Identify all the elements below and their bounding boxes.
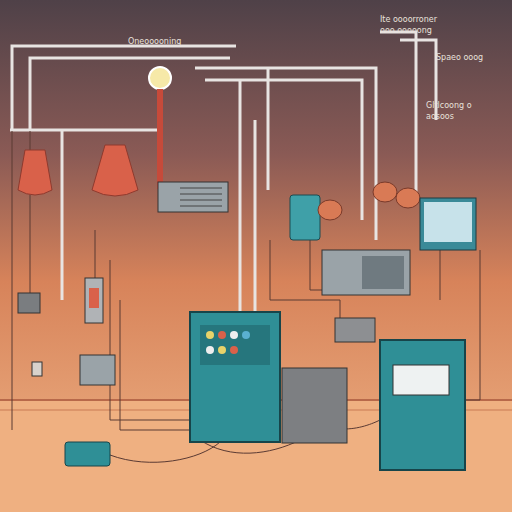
cabinet-display bbox=[393, 365, 449, 395]
button-panel bbox=[200, 325, 270, 365]
button bbox=[206, 331, 214, 339]
monitor-screen bbox=[424, 202, 472, 242]
control-cabinet bbox=[190, 312, 280, 442]
pipe-network bbox=[10, 32, 436, 312]
button bbox=[230, 346, 238, 354]
switch-box bbox=[18, 293, 40, 313]
wall-switch bbox=[32, 362, 42, 376]
monitor bbox=[420, 198, 476, 250]
caption-label: Gltlcoong o aosoos bbox=[426, 100, 486, 122]
button bbox=[206, 346, 214, 354]
teal-device bbox=[290, 195, 320, 240]
wire bbox=[110, 442, 220, 462]
ac-unit bbox=[322, 250, 410, 295]
teal-device bbox=[65, 442, 110, 466]
pipe bbox=[254, 120, 257, 312]
pipe bbox=[239, 80, 242, 312]
fuse-holder bbox=[85, 278, 103, 323]
button bbox=[230, 331, 238, 339]
meter-panel bbox=[80, 355, 115, 385]
wire bbox=[120, 300, 200, 430]
vent-line bbox=[180, 206, 222, 207]
light-bulb bbox=[149, 67, 171, 89]
vent-lines bbox=[180, 188, 222, 206]
pipe bbox=[10, 129, 158, 132]
pipe bbox=[267, 68, 270, 190]
orange-dome bbox=[396, 188, 420, 208]
fuse bbox=[89, 288, 99, 308]
red-lamp bbox=[18, 150, 52, 195]
vent-line bbox=[180, 194, 222, 195]
wire bbox=[465, 250, 480, 400]
wire bbox=[95, 230, 96, 280]
caption-label: Spaeo ooog bbox=[436, 52, 506, 63]
button bbox=[242, 331, 250, 339]
pipe bbox=[195, 68, 376, 240]
grey-box bbox=[282, 368, 347, 443]
orange-dome bbox=[318, 200, 342, 220]
button bbox=[218, 331, 226, 339]
pipe bbox=[61, 130, 64, 300]
vent-grille bbox=[362, 256, 404, 289]
pipe bbox=[12, 46, 236, 130]
right-cabinet bbox=[380, 340, 465, 470]
pipe bbox=[380, 32, 416, 200]
caption-label: Ite oooorroner ooo ooooong bbox=[380, 14, 452, 36]
wire bbox=[440, 250, 441, 300]
heating-rod bbox=[157, 89, 163, 189]
small-unit bbox=[335, 318, 375, 342]
ac-unit bbox=[158, 182, 228, 212]
vent-line bbox=[180, 200, 222, 201]
red-lamp bbox=[92, 145, 138, 196]
wire bbox=[12, 131, 13, 430]
orange-dome bbox=[373, 182, 397, 202]
pipe bbox=[205, 80, 362, 220]
button bbox=[218, 346, 226, 354]
vent-line bbox=[180, 188, 222, 189]
wire bbox=[110, 260, 190, 420]
caption-label: Oneooooning bbox=[128, 36, 208, 47]
